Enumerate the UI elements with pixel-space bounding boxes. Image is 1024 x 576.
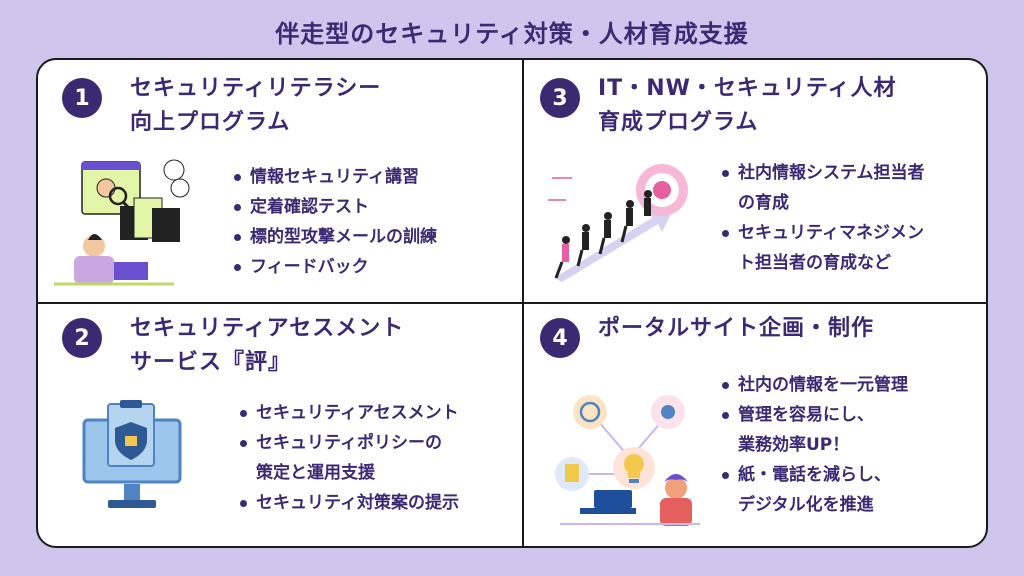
panel-number-badge: 3	[540, 78, 580, 118]
list-item: セキュリティマネジメン	[720, 218, 925, 248]
horizontal-divider	[38, 302, 986, 304]
list-item: 社内情報システム担当者	[720, 158, 925, 188]
list-item: 業務効率UP！	[738, 435, 850, 455]
security-monitor-icon	[82, 400, 182, 508]
panel-item-list: セキュリティアセスメント セキュリティポリシーの 策定と運用支援 セキュリティ対…	[238, 398, 459, 518]
list-item: 情報セキュリティ講習	[232, 162, 437, 192]
page-title: 伴走型のセキュリティ対策・人材育成支援	[275, 20, 749, 48]
team-climbing-target-icon	[548, 164, 688, 282]
panel-title-line2: サービス『評』	[130, 350, 292, 375]
panel-title-line1: セキュリティリテラシー	[130, 76, 382, 101]
list-item: 社内の情報を一元管理	[720, 370, 908, 400]
panel-security-assessment: 2 セキュリティアセスメント サービス『評』 セキュリティアセスメント セキュリ…	[38, 304, 522, 546]
panel-title: セキュリティアセスメント サービス『評』	[130, 312, 404, 380]
panel-title: IT・NW・セキュリティ人材 育成プログラム	[598, 72, 897, 140]
panel-literacy-program: 1 セキュリティリテラシー 向上プログラム 情報セキュリティ講習 定着確認テスト	[38, 60, 522, 302]
list-item: セキュリティアセスメント	[238, 398, 459, 428]
panel-number-badge: 4	[540, 318, 580, 358]
list-item: フィードバック	[232, 252, 437, 282]
list-item: セキュリティ対策案の提示	[238, 488, 459, 518]
idea-workflow-icon	[555, 395, 700, 526]
panel-title-line2: 育成プログラム	[598, 110, 759, 135]
panel-title-line1: セキュリティアセスメント	[130, 316, 405, 341]
list-item: セキュリティポリシーの	[238, 428, 459, 458]
panel-number-badge: 1	[62, 78, 102, 118]
panel-item-list: 社内の情報を一元管理 管理を容易にし、 業務効率UP！ 紙・電話を減らし、 デジ…	[720, 370, 908, 520]
list-item: 紙・電話を減らし、	[720, 460, 908, 490]
list-item: 管理を容易にし、	[720, 400, 908, 430]
list-item: 標的型攻撃メールの訓練	[232, 222, 437, 252]
list-item: ト担当者の育成など	[738, 253, 891, 273]
panel-title-line1: IT・NW・セキュリティ人材	[598, 76, 897, 101]
list-item: の育成	[738, 193, 789, 213]
services-board: 1 セキュリティリテラシー 向上プログラム 情報セキュリティ講習 定着確認テスト	[36, 58, 988, 548]
panel-title: ポータルサイト企画・制作	[598, 312, 874, 346]
panel-number-badge: 2	[62, 318, 102, 358]
panel-talent-program: 3 IT・NW・セキュリティ人材 育成プログラム	[524, 60, 986, 302]
panel-title-line1: ポータルサイト企画・制作	[598, 316, 875, 341]
list-item: 定着確認テスト	[232, 192, 437, 222]
online-learning-icon	[54, 159, 190, 286]
panel-title-line2: 向上プログラム	[130, 110, 291, 135]
panel-item-list: 社内情報システム担当者 の育成 セキュリティマネジメン ト担当者の育成など	[720, 158, 925, 278]
panel-portal-site: 4 ポータルサイト企画・制作 社内の情報を一元管理 管理を容易	[524, 304, 986, 546]
panel-title: セキュリティリテラシー 向上プログラム	[130, 72, 381, 140]
list-item: 策定と運用支援	[256, 463, 375, 483]
panel-item-list: 情報セキュリティ講習 定着確認テスト 標的型攻撃メールの訓練 フィードバック	[232, 162, 437, 282]
list-item: デジタル化を推進	[738, 495, 874, 515]
